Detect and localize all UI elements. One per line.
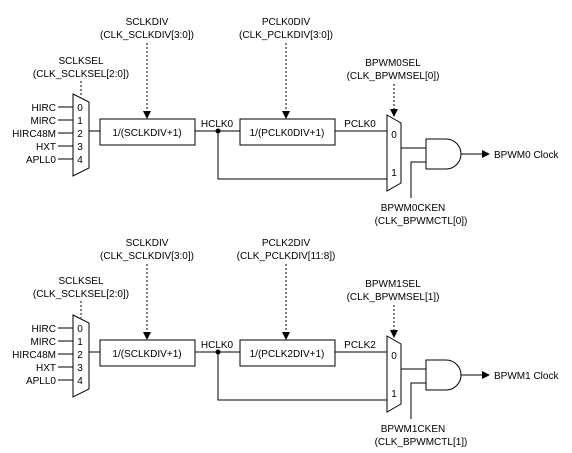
output-label: BPWM1 Clock xyxy=(494,371,559,382)
mux-index: 2 xyxy=(77,350,83,361)
mux-index: 3 xyxy=(77,142,83,153)
pwmsel-mux xyxy=(386,114,402,192)
output-arrow-head xyxy=(482,150,490,158)
sclkdiv-title: SCLKDIV xyxy=(126,17,169,28)
pwmsel-index: 1 xyxy=(391,168,397,179)
and-gate xyxy=(425,359,462,391)
sclk-divider-box xyxy=(99,339,196,367)
input-label-hirc: HIRC xyxy=(32,103,56,114)
input-label-hxt: HXT xyxy=(36,142,56,153)
sclk-divider-box xyxy=(99,118,196,146)
hclk-bypass-line xyxy=(217,131,387,180)
input-label-mirc: MIRC xyxy=(30,116,56,127)
pwmsel-title: BPWM1SEL xyxy=(365,279,421,290)
cken-enable-line xyxy=(410,382,426,419)
sclk-divider-label: 1/(SCLKDIV+1) xyxy=(112,128,181,139)
mux-index: 4 xyxy=(77,155,83,166)
pwmsel-index: 0 xyxy=(391,351,397,362)
hclk-label: HCLK0 xyxy=(201,119,234,130)
pwmsel-arrow-head xyxy=(390,330,398,338)
sclksel-mux xyxy=(72,314,90,398)
mux-index: 0 xyxy=(77,103,83,114)
pwmsel-register: (CLK_BPWMSEL[0]) xyxy=(347,71,440,82)
pclkdiv-arrow-head xyxy=(282,332,290,340)
pclk-label: PCLK0 xyxy=(344,119,376,130)
sclksel-mux xyxy=(72,93,90,177)
pwmsel-index: 1 xyxy=(391,389,397,400)
mux-index: 4 xyxy=(77,376,83,387)
mux-index: 3 xyxy=(77,363,83,374)
mux-index: 1 xyxy=(77,337,83,348)
pwmsel-arrow-head xyxy=(390,109,398,117)
pclk-divider-label: 1/(PCLK2DIV+1) xyxy=(250,349,325,360)
pclkdiv-title: PCLK0DIV xyxy=(262,17,311,28)
input-label-hirc48m: HIRC48M xyxy=(12,350,56,361)
mux-index: 0 xyxy=(77,324,83,335)
pclk-divider-box xyxy=(239,118,336,146)
input-label-apll0: APLL0 xyxy=(26,376,56,387)
pclk-label: PCLK2 xyxy=(344,340,376,351)
pwmsel-title: BPWM0SEL xyxy=(365,58,421,69)
sclkdiv-title: SCLKDIV xyxy=(126,238,169,249)
sclkdiv-register: (CLK_SCLKDIV[3:0]) xyxy=(100,251,194,262)
hclk-bypass-line xyxy=(217,352,387,401)
pclk-divider-label: 1/(PCLK0DIV+1) xyxy=(250,128,325,139)
pwmsel-register: (CLK_BPWMSEL[1]) xyxy=(347,292,440,303)
output-label: BPWM0 Clock xyxy=(494,150,559,161)
sclk-divider-label: 1/(SCLKDIV+1) xyxy=(112,349,181,360)
pclkdiv-register: (CLK_PCLKDIV[3:0]) xyxy=(239,30,333,41)
mux-index: 1 xyxy=(77,116,83,127)
sclkdiv-arrow-head xyxy=(143,111,151,119)
pclk-divider-box xyxy=(239,339,336,367)
input-label-hirc: HIRC xyxy=(32,324,56,335)
and-gate xyxy=(425,138,462,170)
sclksel-register: (CLK_SCLKSEL[2:0]) xyxy=(33,289,129,300)
input-label-hirc48m: HIRC48M xyxy=(12,129,56,140)
input-label-apll0: APLL0 xyxy=(26,155,56,166)
cken-title: BPWM1CKEN xyxy=(381,424,445,435)
cken-enable-line xyxy=(410,161,426,198)
output-arrow-head xyxy=(482,371,490,379)
input-label-mirc: MIRC xyxy=(30,337,56,348)
bpwm0-clock-diagram: SCLKDIV (CLK_SCLKDIV[3:0]) PCLK0DIV (CLK… xyxy=(12,17,559,227)
input-label-hxt: HXT xyxy=(36,363,56,374)
pclkdiv-arrow-head xyxy=(282,111,290,119)
bpwm1-clock-diagram: SCLKDIV (CLK_SCLKDIV[3:0]) PCLK2DIV (CLK… xyxy=(12,238,559,448)
sclksel-title: SCLKSEL xyxy=(58,276,103,287)
pclkdiv-title: PCLK2DIV xyxy=(262,238,311,249)
cken-register: (CLK_BPWMCTL[0]) xyxy=(375,216,468,227)
sclkdiv-register: (CLK_SCLKDIV[3:0]) xyxy=(100,30,194,41)
hclk-label: HCLK0 xyxy=(201,340,234,351)
cken-register: (CLK_BPWMCTL[1]) xyxy=(375,437,468,448)
pwmsel-index: 0 xyxy=(391,130,397,141)
sclksel-register: (CLK_SCLKSEL[2:0]) xyxy=(33,69,129,80)
pwmsel-mux xyxy=(386,335,402,413)
sclkdiv-arrow-head xyxy=(143,332,151,340)
sclksel-title: SCLKSEL xyxy=(58,56,103,67)
cken-title: BPWM0CKEN xyxy=(381,203,445,214)
pclkdiv-register: (CLK_PCLKDIV[11:8]) xyxy=(237,251,336,262)
mux-index: 2 xyxy=(77,129,83,140)
